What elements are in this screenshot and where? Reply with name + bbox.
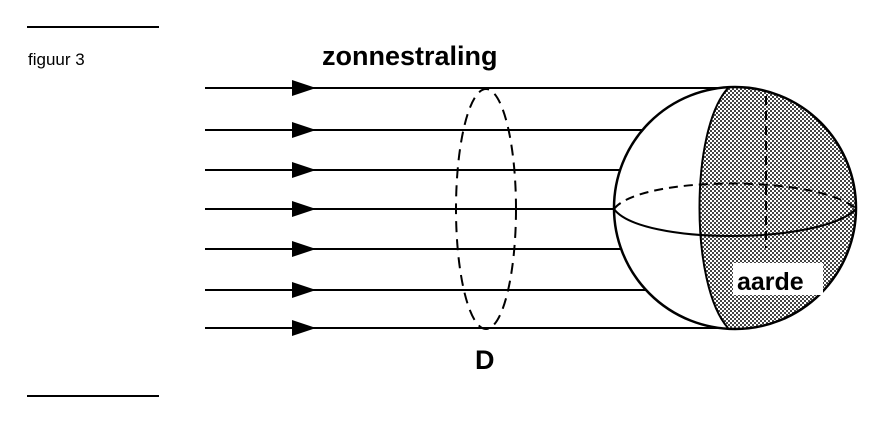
radiation-label: zonnestraling: [322, 41, 498, 71]
equator-front: [613, 208, 857, 237]
earth-label: aarde: [737, 268, 804, 296]
arrowhead-5: [292, 241, 316, 257]
disc-d: [455, 88, 517, 330]
earth-outline: [612, 85, 858, 331]
top-rule: [27, 26, 159, 28]
equator-back: [613, 182, 857, 210]
arrowhead-1: [292, 80, 316, 96]
arrowhead-3: [292, 162, 316, 178]
earth-globe: aarde: [612, 85, 858, 331]
bottom-rule: [27, 395, 159, 397]
arrowhead-6: [292, 282, 316, 298]
arrowhead-7: [292, 320, 316, 336]
ray-arrowheads: [292, 80, 316, 336]
arrowhead-4: [292, 201, 316, 217]
disc-label: D: [475, 345, 495, 375]
arrowhead-2: [292, 122, 316, 138]
terminator-line: [698, 87, 729, 329]
earth-label-bg: [733, 263, 823, 295]
figure-label: figuur 3: [28, 50, 85, 69]
